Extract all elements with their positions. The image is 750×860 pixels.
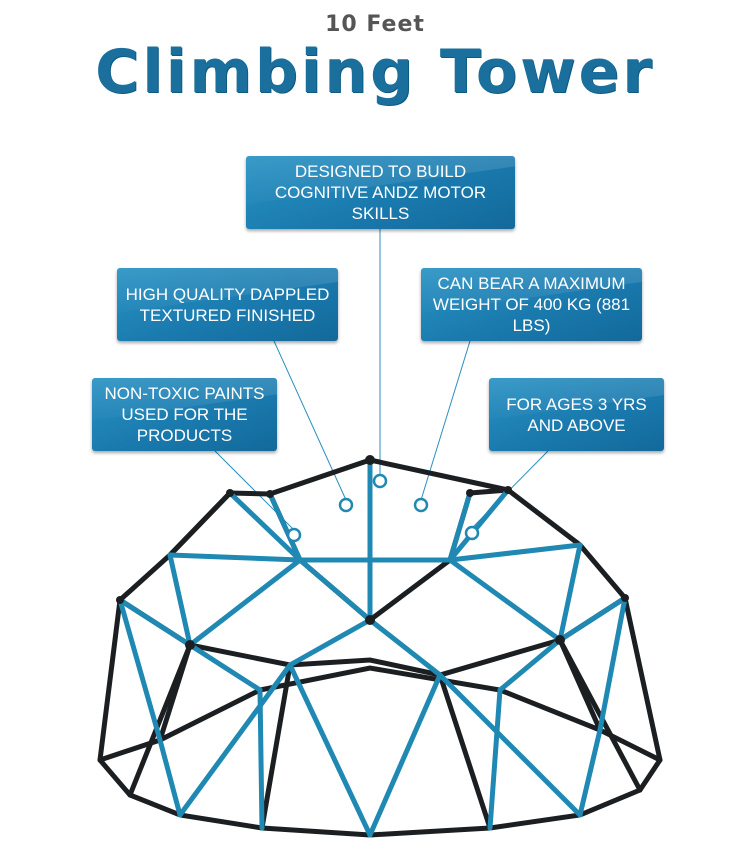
dome-joints: [116, 455, 629, 650]
callout-age-range: For ages 3 yrs and above: [489, 378, 664, 451]
callout-max-weight: Can bear a maximum weight of 400 kg (881…: [421, 268, 642, 341]
callout-markers: [286, 473, 480, 543]
dome-blue-frame: [117, 457, 628, 838]
callout-motor-skills: Designed to build cognitive andz motor s…: [246, 156, 515, 229]
product-size-subtitle: 10 Feet: [325, 12, 425, 37]
callout-non-toxic-paint: Non-toxic paints used for the products: [92, 378, 277, 451]
dome-black-frame: [97, 457, 663, 838]
callout-textured-finish: High quality dappled textured finished: [117, 268, 338, 341]
product-title: Climbing Tower: [95, 37, 655, 107]
